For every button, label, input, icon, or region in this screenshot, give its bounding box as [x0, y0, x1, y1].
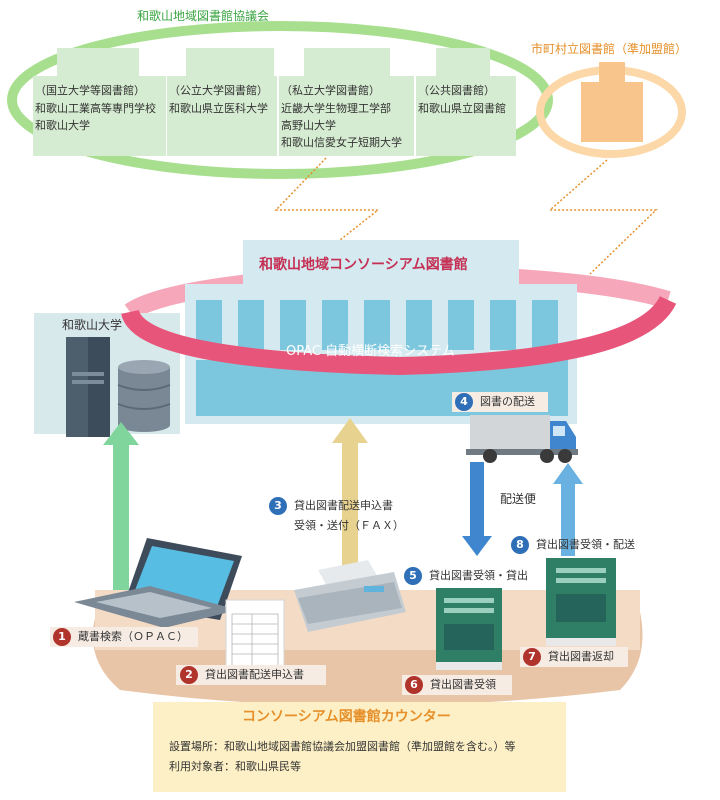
counter-location: 設置場所：和歌山地域図書館協議会加盟図書館（準加盟館を含む。）等: [169, 740, 516, 753]
step-label-3: 貸出図書配送申込書: [294, 499, 393, 512]
university-name: 和歌山大学: [62, 318, 123, 332]
sector-national: [33, 76, 166, 156]
counter-panel: [153, 702, 566, 792]
step-label-4: 図書の配送: [480, 395, 535, 408]
sector-private-university: [279, 76, 414, 156]
step-badge-1: 1: [53, 628, 71, 646]
step-label-3b: 受領・送付（ＦＡＸ）: [294, 519, 404, 532]
consortium-ring-front: [121, 295, 677, 376]
municipal-title: 市町村立図書館（準加盟館）: [531, 42, 688, 56]
step-badge-5: 5: [404, 567, 422, 585]
sector-public-university: [167, 76, 277, 156]
counter-users: 利用対象者：和歌山県民等: [169, 760, 301, 773]
step-label-1: 蔵書検索（ＯＰＡＣ）: [78, 630, 188, 643]
municipal-connector: [548, 159, 658, 275]
step-badge-7: 7: [523, 648, 541, 666]
member-library: 和歌山県立医科大学: [169, 102, 268, 115]
database-icon: [117, 360, 171, 432]
member-library: 近畿大学生物理工学部: [281, 102, 391, 115]
delivery-label: 配送便: [500, 492, 537, 506]
council-title: 和歌山地域図書館協議会: [137, 9, 270, 23]
opac-system-label: OPAC 自動横断検索システム: [286, 344, 455, 359]
member-library: 高野山大学: [281, 119, 336, 132]
sector-label: （公立大学図書館）: [169, 84, 268, 97]
arrow-fax: [332, 418, 368, 578]
truck-icon: [466, 415, 578, 463]
council-connector: [274, 157, 381, 241]
form-document-icon: [225, 599, 285, 677]
laptop-icon: [74, 538, 242, 628]
arrow-up-return: [553, 463, 583, 556]
step-badge-3: 3: [269, 497, 287, 515]
sector-label: （国立大学等図書館）: [35, 84, 145, 97]
step-label-2: 貸出図書配送申込書: [205, 668, 304, 681]
council-ring: [7, 21, 553, 179]
book-icon-returned: [546, 558, 616, 646]
sector-label: （私立大学図書館）: [281, 84, 380, 97]
sector-public-library: [416, 76, 516, 156]
step-badge-6: 6: [405, 676, 423, 694]
member-library: 和歌山県立図書館: [418, 102, 506, 115]
sector-label: （公共図書館）: [418, 84, 495, 97]
step-badge-2: 2: [180, 666, 198, 684]
municipal-building: [599, 62, 625, 84]
consortium-title: 和歌山地域コンソーシアム図書館: [259, 257, 468, 273]
step-label-6: 貸出図書受領: [430, 678, 496, 691]
counter-title: コンソーシアム図書館カウンター: [242, 709, 451, 725]
member-library: 和歌山工業高等専門学校: [35, 102, 156, 115]
fax-machine-icon: [294, 560, 406, 632]
arrow-down-delivery: [462, 462, 492, 556]
book-icon-delivered: [436, 588, 502, 670]
member-library: 和歌山信愛女子短期大学: [281, 136, 402, 149]
step-badge-4: 4: [455, 393, 473, 411]
step-label-8: 貸出図書受領・配送: [536, 538, 635, 551]
member-library: 和歌山大学: [35, 119, 90, 132]
arrow-opac: [103, 422, 139, 590]
step-label-5: 貸出図書受領・貸出: [429, 569, 528, 582]
step-badge-8: 8: [511, 536, 529, 554]
step-label-7: 貸出図書返却: [548, 650, 614, 663]
